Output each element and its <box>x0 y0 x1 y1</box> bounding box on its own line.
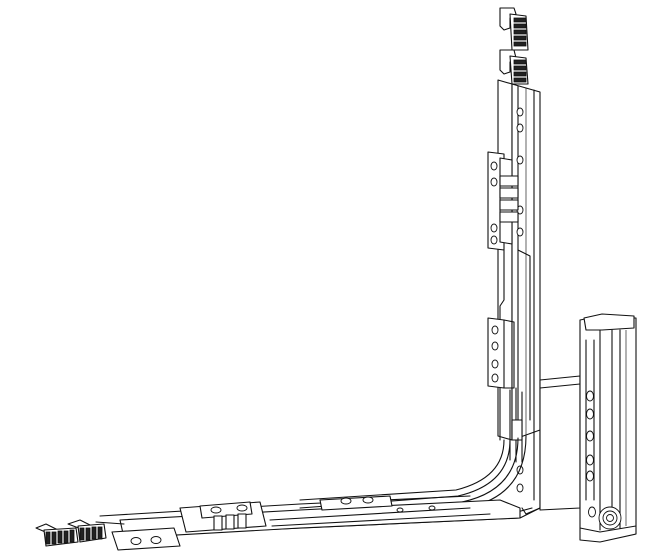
vertical-rail <box>487 79 541 493</box>
top-grip-tab <box>499 7 529 85</box>
horizontal-rail <box>95 495 521 551</box>
left-grip-tab <box>35 519 107 547</box>
lower-keeper-block <box>487 317 515 389</box>
pivot-screw <box>598 506 622 530</box>
hinge-bracket <box>539 313 637 543</box>
upper-keeper-block <box>487 151 519 251</box>
